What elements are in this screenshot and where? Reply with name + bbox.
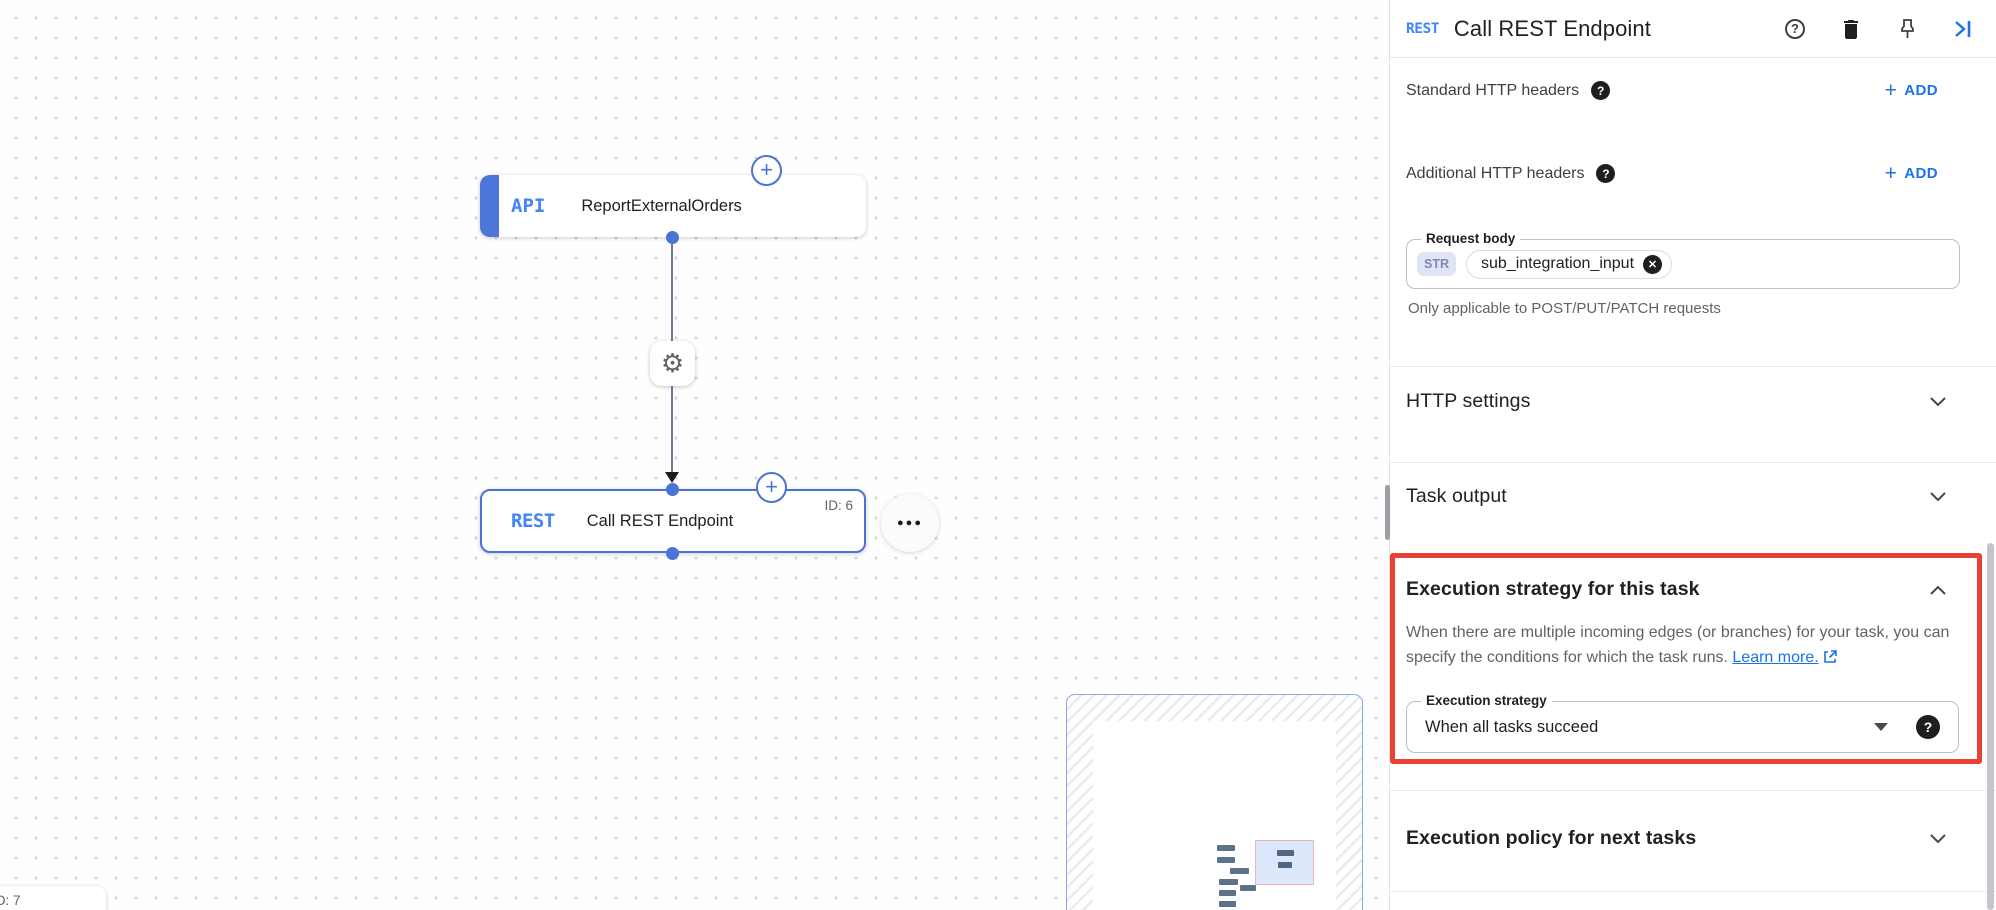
section-http-settings[interactable]: HTTP settings <box>1406 390 1946 413</box>
rest-badge: REST <box>1406 20 1439 37</box>
edge-connector-dot[interactable] <box>666 547 679 560</box>
plus-icon: + <box>1884 79 1898 102</box>
request-body-field[interactable]: Request body STR sub_integration_input ✕ <box>1406 231 1960 289</box>
minimap-selected-node <box>1255 840 1314 885</box>
edge-connector-dot[interactable] <box>666 231 679 244</box>
edge-gear-icon[interactable]: ⚙ <box>650 341 695 386</box>
panel-scrollbar[interactable] <box>1987 543 1994 910</box>
delete-task-icon[interactable] <box>1840 18 1862 40</box>
panel-header: REST Call REST Endpoint ? <box>1390 0 1996 58</box>
execution-strategy-description: When there are multiple incoming edges (… <box>1406 620 1958 672</box>
node-call-rest-endpoint[interactable]: REST Call REST Endpoint ID: 6 <box>480 489 866 553</box>
type-chip-str: STR <box>1417 252 1456 276</box>
node-accent-bar <box>480 175 499 237</box>
additional-http-headers-row: Additional HTTP headers ? + ADD <box>1406 162 1938 185</box>
chevron-up-icon <box>1930 585 1946 595</box>
request-body-helper-text: Only applicable to POST/PUT/PATCH reques… <box>1408 300 1721 317</box>
collapse-panel-icon[interactable] <box>1952 18 1974 40</box>
learn-more-link[interactable]: Learn more. <box>1732 649 1819 666</box>
standard-http-headers-row: Standard HTTP headers ? + ADD <box>1406 79 1938 102</box>
chevron-down-icon <box>1930 833 1946 844</box>
section-task-output[interactable]: Task output <box>1406 485 1946 508</box>
divider <box>1390 462 1996 463</box>
node-id-badge: ID: 6 <box>824 498 853 513</box>
chevron-down-icon <box>1930 491 1946 502</box>
row-label: Additional HTTP headers <box>1406 164 1585 182</box>
section-execution-strategy[interactable]: Execution strategy for this task <box>1406 578 1946 601</box>
divider <box>1390 790 1996 791</box>
workflow-canvas[interactable]: API ReportExternalOrders + ⚙ REST Call R… <box>0 0 1389 910</box>
help-icon[interactable]: ? <box>1916 715 1940 739</box>
pin-panel-icon[interactable] <box>1896 18 1918 40</box>
row-label: Standard HTTP headers <box>1406 81 1580 99</box>
node-label: ReportExternalOrders <box>581 196 742 215</box>
minimap-viewport <box>1093 721 1336 910</box>
add-edge-icon[interactable]: + <box>751 155 782 186</box>
section-execution-policy[interactable]: Execution policy for next tasks <box>1406 827 1946 850</box>
add-edge-icon[interactable]: + <box>756 472 787 503</box>
panel-title: Call REST Endpoint <box>1453 15 1651 41</box>
remove-value-icon[interactable]: ✕ <box>1643 254 1663 274</box>
edge-arrowhead <box>665 472 679 483</box>
help-icon[interactable]: ? <box>1591 81 1611 100</box>
minimap[interactable] <box>1066 694 1363 910</box>
rest-badge: REST <box>511 510 555 532</box>
add-standard-header-button[interactable]: + ADD <box>1884 79 1938 102</box>
plus-icon: + <box>1884 162 1898 185</box>
field-label: Request body <box>1421 231 1521 246</box>
edge-connector-dot[interactable] <box>666 483 679 496</box>
help-icon[interactable]: ? <box>1784 18 1806 40</box>
node-report-external-orders[interactable]: API ReportExternalOrders <box>480 175 866 237</box>
divider <box>1390 366 1996 367</box>
node-id-badge: ID: 7 <box>0 893 21 908</box>
chevron-down-icon <box>1930 396 1946 407</box>
panel-left-scrollbar[interactable] <box>1385 485 1390 540</box>
divider <box>1390 891 1996 892</box>
external-link-icon <box>1823 647 1837 672</box>
dropdown-caret-icon[interactable] <box>1874 723 1888 731</box>
node-partial[interactable]: ID: 7 <box>0 886 106 910</box>
field-label: Execution strategy <box>1421 693 1552 708</box>
request-body-value-chip[interactable]: sub_integration_input ✕ <box>1466 249 1673 279</box>
dropdown-value: When all tasks succeed <box>1425 717 1599 736</box>
execution-strategy-dropdown[interactable]: Execution strategy When all tasks succee… <box>1406 693 1959 753</box>
add-additional-header-button[interactable]: + ADD <box>1884 162 1938 185</box>
help-icon[interactable]: ? <box>1596 164 1616 183</box>
node-more-options-button[interactable]: ●●● <box>881 494 939 552</box>
task-config-panel: REST Call REST Endpoint ? Standard HTTP … <box>1389 0 1996 910</box>
api-badge: API <box>511 195 546 217</box>
node-label: Call REST Endpoint <box>586 511 734 530</box>
